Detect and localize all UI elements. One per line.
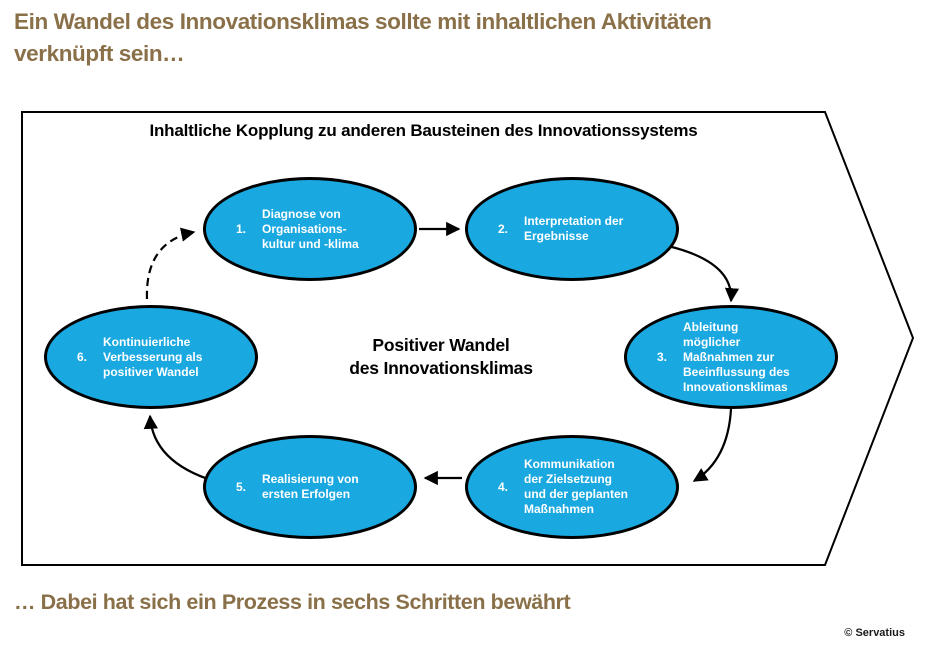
step-number: 2. — [498, 221, 509, 236]
step-ellipse-4: 4. Kommunikation der Zielsetzung und der… — [465, 435, 679, 539]
dashed-arrow-6-to-1 — [145, 227, 196, 300]
arrow-2-to-3 — [667, 244, 740, 303]
step-number: 5. — [236, 479, 247, 494]
step-label: Diagnose von Organisations- kultur und -… — [262, 206, 359, 251]
step-label: Interpretation der Ergebnisse — [524, 214, 624, 243]
center-label: Positiver Wandel des Innovationsklimas — [349, 335, 533, 378]
slide-title-top: Ein Wandel des Innovationsklimas sollte … — [14, 9, 712, 66]
arrow-5-to-6 — [143, 414, 215, 483]
copyright-credit: © Servatius — [844, 627, 905, 639]
step-label: Kommunikation der Zielsetzung und der ge… — [524, 457, 629, 516]
diagram-header: Inhaltliche Kopplung zu anderen Baustein… — [149, 121, 698, 140]
step-ellipse-1: 1. Diagnose von Organisations- kultur un… — [203, 177, 417, 281]
step-ellipse-6: 6. Kontinuierliche Verbesserung als posi… — [44, 305, 258, 409]
step-ellipse-5: 5. Realisierung von ersten Erfolgen — [203, 435, 417, 539]
step-ellipse-3: 3. Ableitung möglicher Maßnahmen zur Bee… — [624, 305, 838, 409]
step-number: 1. — [236, 221, 247, 236]
step-label: Kontinuierliche Verbesserung als positiv… — [103, 334, 203, 379]
step-label: Ableitung möglicher Maßnahmen zur Beeinf… — [683, 319, 790, 394]
step-number: 4. — [498, 479, 509, 494]
slide-title-bottom: … Dabei hat sich ein Prozess in sechs Sc… — [14, 590, 571, 614]
step-number: 3. — [657, 349, 668, 364]
arrow-3-to-4 — [692, 408, 733, 482]
step-number: 6. — [77, 349, 88, 364]
step-label: Realisierung von ersten Erfolgen — [262, 472, 359, 501]
step-ellipse-2: 2. Interpretation der Ergebnisse — [465, 177, 679, 281]
